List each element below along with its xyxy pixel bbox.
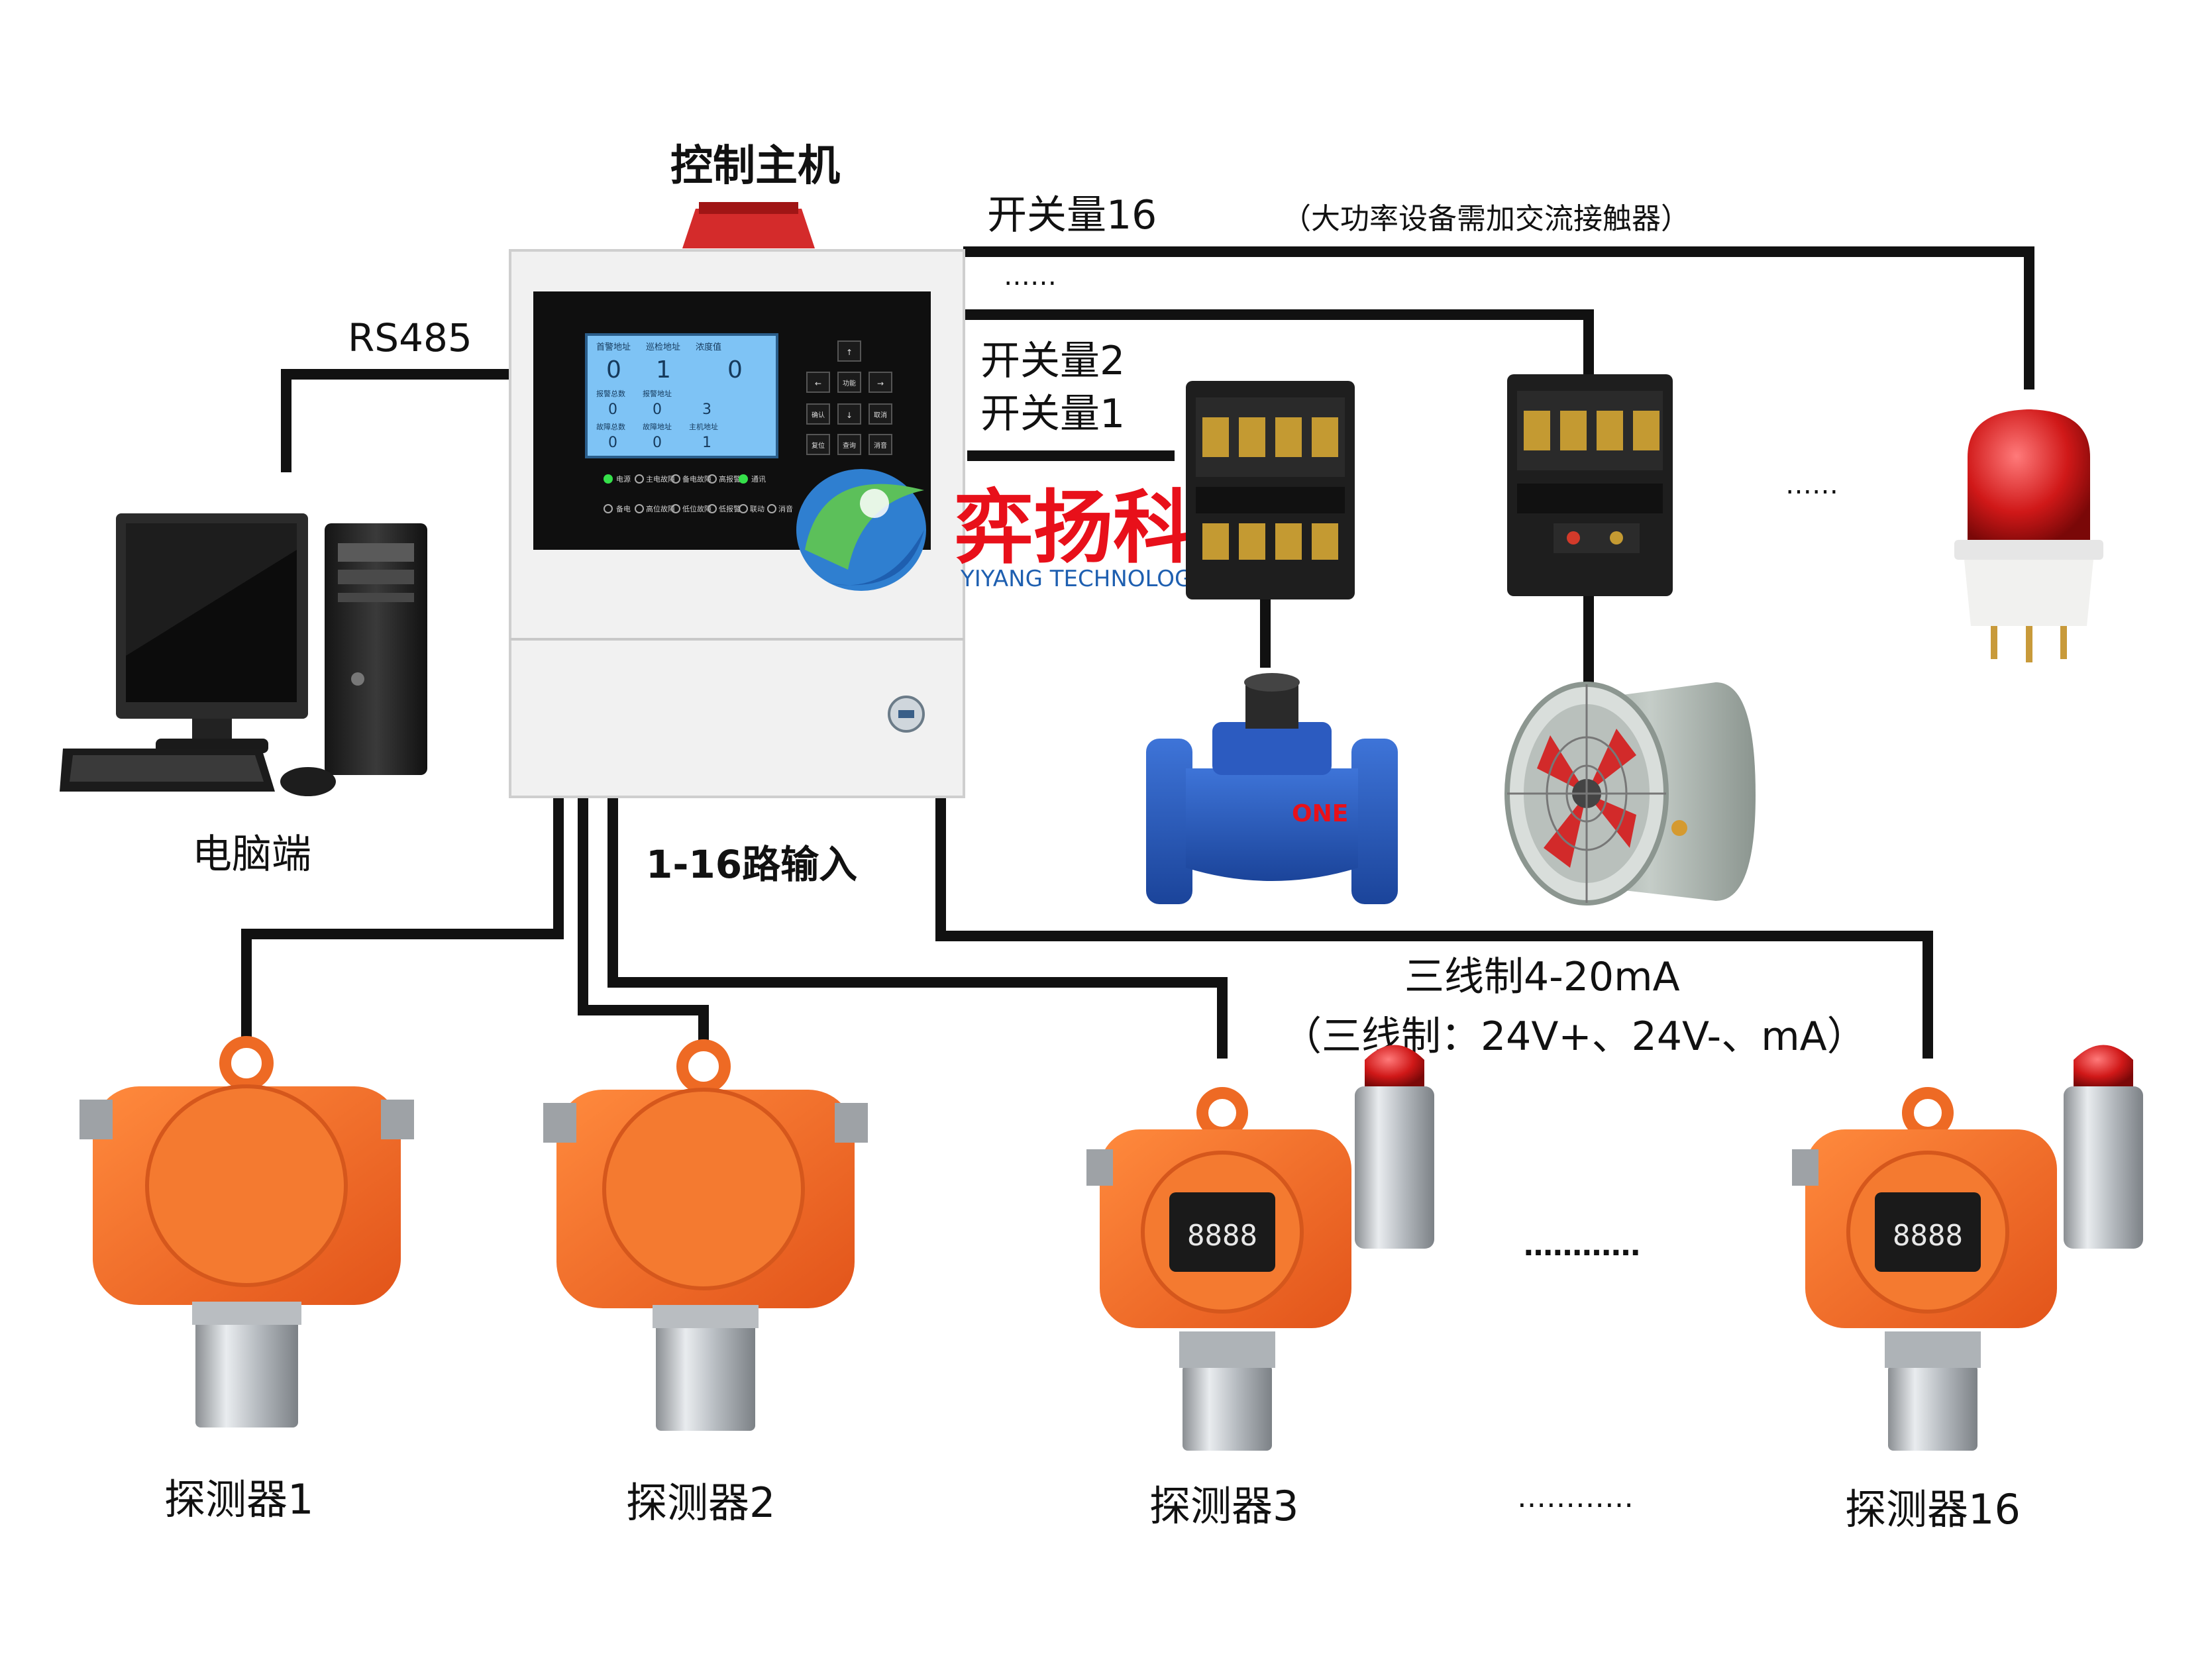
lcd-row3-value-3: 1 (702, 435, 711, 451)
led2-label-2: 高位故障 (646, 504, 675, 513)
gas-detector-icon: 8888 (1792, 1045, 2143, 1451)
key-cancel-label: 取消 (874, 411, 887, 419)
detector-mid-ellipsis: ………… (1524, 1229, 1640, 1263)
gas-detector-icon (543, 1039, 868, 1431)
lcd-row2-label-1: 报警总数 (596, 389, 625, 398)
switch16-label: 开关量16 (987, 192, 1157, 238)
lcd-row2-value-3: 3 (702, 401, 711, 418)
indicator-leds: 电源 主电故障 备电故障 高报警 通讯 备电 高位故障 低位故障 低报警 联动 … (604, 474, 793, 513)
lcd-row3-label-3: 主机地址 (689, 422, 718, 431)
lcd-value-3: 0 (727, 356, 743, 384)
led2-label-4: 低报警 (719, 504, 741, 513)
key-left[interactable] (806, 372, 830, 393)
switch16-wire (963, 246, 2034, 389)
switch2-label: 开关量2 (980, 338, 1125, 384)
detector1-wire (241, 798, 564, 1042)
lcd-header-3: 浓度值 (696, 342, 721, 352)
detector2-label: 探测器2 (626, 1478, 775, 1527)
key-query[interactable] (837, 434, 861, 455)
contactor-icon (1507, 374, 1673, 596)
device-ellipsis: …… (1785, 470, 1838, 500)
lcd-row2-label-2: 报警地址 (643, 389, 672, 398)
lcd-row2-value-1: 0 (608, 401, 617, 418)
key-right-label: → (877, 379, 884, 388)
key-left-label: ← (815, 379, 821, 388)
led2-label-3: 低位故障 (682, 504, 711, 513)
key-down[interactable] (837, 403, 861, 425)
lcd-value-2: 1 (656, 356, 671, 384)
switch1-label: 开关量1 (980, 391, 1125, 437)
key-function-label: 功能 (843, 379, 856, 388)
lcd-row3-label-2: 故障地址 (643, 422, 672, 431)
led2-label-5: 联动 (750, 505, 764, 513)
led-label-4: 高报警 (719, 474, 741, 484)
led-label-2: 主电故障 (646, 474, 675, 484)
warning-beacon-icon (1954, 409, 2103, 662)
detector-bottom-ellipsis: ………… (1517, 1480, 1634, 1514)
controller-title: 控制主机 (670, 142, 840, 191)
key-function[interactable] (837, 372, 861, 393)
gas-detector-icon (79, 1036, 414, 1427)
key-up-label: ↑ (846, 348, 853, 357)
key-mute-label: 消音 (874, 441, 887, 450)
rs485-wire (281, 369, 509, 472)
key-query-label: 查询 (843, 441, 856, 450)
svg-text:ONE: ONE (1292, 800, 1348, 827)
led2-label-1: 备电 (616, 504, 631, 513)
switch-ellipsis: …… (1004, 261, 1057, 291)
detector2-wire (578, 798, 709, 1049)
detector3-reading: 8888 (1187, 1219, 1257, 1253)
key-confirm[interactable] (806, 403, 830, 425)
solenoid-valve-icon: ONE (1146, 673, 1398, 904)
key-down-label: ↓ (846, 411, 853, 420)
rs485-label: RS485 (348, 315, 472, 360)
keypad: ↑ ← 功能 → 确认 ↓ 取消 复位 查询 消音 (806, 340, 892, 455)
three-wire-label: 三线制4-20mA (1404, 954, 1680, 1000)
key-cancel[interactable] (869, 403, 892, 425)
lcd-row3-value-1: 0 (608, 435, 617, 451)
inputs-label: 1-16路输入 (646, 842, 857, 887)
detector1-label: 探测器1 (164, 1475, 313, 1524)
gas-detector-icon: 8888 (1086, 1045, 1434, 1451)
led2-label-6: 消音 (778, 504, 793, 513)
led-label-3: 备电故障 (682, 474, 711, 484)
analog-bus-wire (935, 796, 1933, 1059)
wires (241, 246, 2034, 1059)
lcd-header-1: 首警地址 (596, 342, 631, 352)
contactor-icon (1186, 381, 1355, 599)
brand-subtitle: YIYANG TECHNOLOGIES (960, 566, 1227, 592)
switch16-note: （大功率设备需加交流接触器） (1282, 202, 1690, 236)
detector3-wire (607, 798, 1228, 1059)
led-label-5: 通讯 (751, 475, 766, 484)
detector16-label: 探测器16 (1845, 1485, 2021, 1533)
key-right[interactable] (869, 372, 892, 393)
computer-label: 电脑端 (192, 831, 311, 878)
lcd-header-2: 巡检地址 (646, 342, 680, 352)
key-reset[interactable] (806, 434, 830, 455)
key-reset-label: 复位 (812, 441, 825, 450)
lcd-row3-label-1: 故障总数 (596, 422, 625, 431)
key-confirm-label: 确认 (812, 411, 825, 419)
detector16-reading: 8888 (1893, 1219, 1963, 1253)
switch2-wire (963, 309, 1594, 378)
key-up[interactable] (837, 340, 861, 362)
led-label-1: 电源 (616, 474, 631, 484)
axial-fan-icon (1504, 682, 1756, 906)
lcd-row2-value-2: 0 (653, 401, 662, 418)
lcd-value-1: 0 (606, 356, 621, 384)
computer-icon (60, 513, 427, 796)
lcd-screen (585, 333, 778, 458)
key-mute[interactable] (869, 434, 892, 455)
lcd-row3-value-2: 0 (653, 435, 662, 451)
three-wire-detail-label: （三线制：24V+、24V-、mA） (1282, 1013, 1867, 1060)
detector3-label: 探测器3 (1149, 1482, 1298, 1530)
